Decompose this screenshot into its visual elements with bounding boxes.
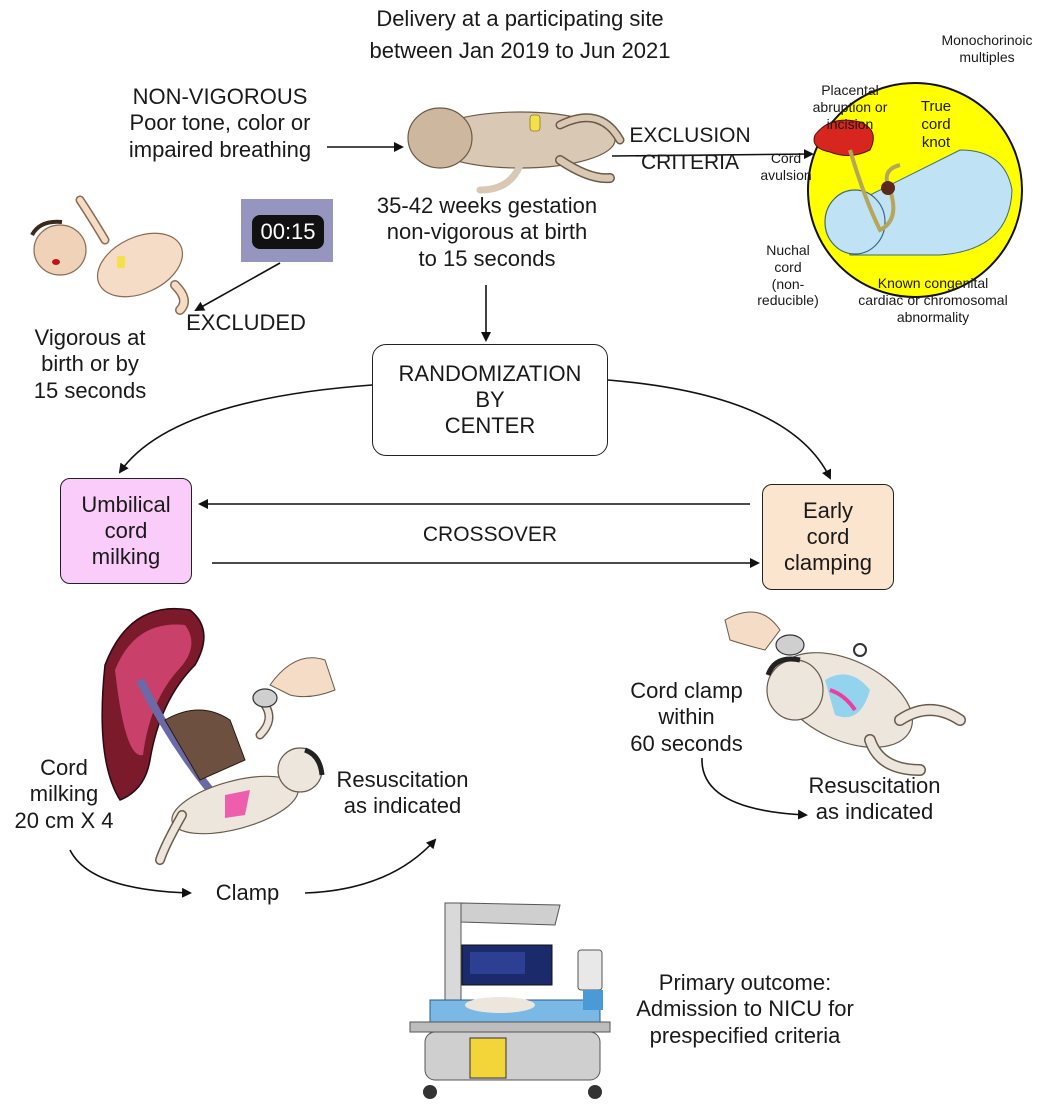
nonvigorous-line-2: Poor tone, color or: [129, 110, 311, 136]
stethoscope-hand-left: [252, 657, 336, 708]
outcome-line-3: prespecified criteria: [649, 1022, 841, 1048]
ecc-clamp-line-2: within: [658, 704, 715, 730]
umbilical-cord-milking-box: Umbilical cord milking: [60, 478, 192, 584]
ucm-resus-line-1: Resuscitation: [336, 767, 469, 792]
ecc-clamp-line-1: Cord clamp: [630, 678, 743, 703]
vigorous-baby-illustration: [30, 195, 189, 315]
cord-milking-text: Cord milking 20 cm X 4: [4, 755, 124, 834]
exclusion-true-knot: True cord knot: [906, 98, 966, 152]
exclusion-line-1: EXCLUSION: [629, 124, 751, 147]
cord-clamp-text: Cord clamp within 60 seconds: [604, 678, 769, 757]
arrow-to-ecc-resus: [701, 757, 808, 820]
congenital-line-2: cardiac or chromosomal: [858, 291, 1008, 308]
ucm-resuscitation-text: Resuscitation as indicated: [320, 767, 485, 820]
cord-milking-illustration: [101, 608, 325, 865]
true-knot-line-1: True: [920, 98, 952, 115]
ecc-line-1: Early: [802, 498, 854, 523]
nuchal-line-1: Nuchal: [766, 242, 810, 258]
ecc-resus-line-2: as indicated: [815, 799, 934, 825]
timer-display: [252, 215, 324, 249]
eligibility-line-3: to 15 seconds: [418, 245, 556, 271]
placental-line-1: Placental: [821, 82, 879, 98]
ecc-line-2: cord: [806, 524, 850, 549]
arrow-to-ucm-resus: [304, 838, 437, 894]
arrow-to-excluded: [194, 262, 281, 311]
vigorous-line-1: Vigorous at: [34, 325, 146, 350]
milking-line-3: 20 cm X 4: [14, 807, 114, 833]
early-cord-clamping-box: Early cord clamping: [762, 484, 894, 590]
newborn-illustration: [407, 107, 625, 194]
exclusion-nuchal: Nuchal cord (non- reducible): [752, 242, 824, 309]
randomization-line-3: CENTER: [444, 413, 536, 438]
stethoscope-hand-right: [724, 611, 805, 656]
outcome-line-1: Primary outcome:: [658, 970, 832, 995]
randomization-line-1: RANDOMIZATION: [398, 361, 582, 386]
avulsion-line-1: Cord: [770, 150, 802, 166]
nonvigorous-text: NON-VIGOROUS Poor tone, color or impaire…: [90, 84, 350, 163]
primary-outcome-text: Primary outcome: Admission to NICU for p…: [620, 970, 870, 1049]
nuchal-line-4: reducible): [757, 292, 819, 309]
avulsion-line-2: avulsion: [760, 166, 812, 183]
true-knot-line-2: cord: [921, 116, 951, 133]
true-knot-line-3: knot: [921, 134, 951, 151]
radiant-warmer-illustration: [409, 902, 611, 1099]
crossover-label: CROSSOVER: [422, 523, 558, 546]
nonvigorous-line-1: NON-VIGOROUS: [132, 84, 308, 109]
exclusion-line-2: CRITERIA: [640, 151, 739, 175]
early-clamping-illustration: [765, 643, 966, 776]
ecc-clamp-line-3: 60 seconds: [630, 730, 743, 756]
placental-line-3: incision: [826, 115, 874, 132]
exclusion-criteria-circle: [807, 82, 1023, 298]
arrow-to-exclusion: [611, 149, 814, 160]
ecc-resuscitation-text: Resuscitation as indicated: [792, 773, 957, 826]
ucm-line-1: Umbilical: [81, 492, 171, 517]
ucm-resus-line-2: as indicated: [343, 793, 462, 819]
congenital-line-3: abnormality: [896, 308, 970, 325]
exclusion-avulsion: Cord avulsion: [756, 150, 816, 184]
exclusion-monochorionic: Monochorinoic multiples: [932, 32, 1042, 66]
monochorionic-line-1: Monochorinoic: [941, 32, 1033, 48]
ucm-line-3: milking: [91, 544, 161, 569]
header-text: Delivery at a participating site between…: [330, 6, 710, 65]
header-line-1: Delivery at a participating site: [376, 6, 664, 31]
exclusion-criteria-label: EXCLUSION CRITERIA: [625, 123, 755, 175]
randomization-box: RANDOMIZATION BY CENTER: [372, 344, 608, 456]
milking-line-1: Cord: [40, 755, 88, 780]
exclusion-congenital: Known congenital cardiac or chromosomal …: [838, 275, 1028, 325]
outcome-line-2: Admission to NICU for: [636, 996, 854, 1022]
header-line-2: between Jan 2019 to Jun 2021: [369, 38, 671, 64]
vigorous-text: Vigorous at birth or by 15 seconds: [20, 325, 160, 404]
ecc-line-3: clamping: [783, 550, 873, 575]
randomization-line-2: BY: [475, 387, 505, 412]
eligibility-line-1: 35-42 weeks gestation: [376, 193, 598, 218]
arrow-to-clamp: [69, 849, 192, 898]
arrow-to-ecc: [607, 379, 832, 480]
vigorous-line-2: birth or by: [41, 351, 139, 377]
milking-line-2: milking: [29, 781, 99, 807]
timer-value: 00:15: [260, 219, 316, 244]
monochorionic-line-2: multiples: [959, 48, 1015, 65]
exclusion-placental: Placental abruption or incision: [800, 82, 900, 132]
clamp-label: Clamp: [215, 880, 280, 905]
nonvigorous-line-3: impaired breathing: [128, 136, 312, 162]
congenital-line-1: Known congenital: [877, 275, 989, 291]
placental-line-2: abruption or: [812, 98, 888, 115]
eligibility-text: 35-42 weeks gestation non-vigorous at bi…: [362, 193, 612, 272]
excluded-label: EXCLUDED: [186, 310, 306, 335]
ucm-line-2: cord: [104, 518, 148, 543]
eligibility-line-2: non-vigorous at birth: [386, 219, 588, 245]
nuchal-line-3: (non-: [771, 275, 805, 292]
ecc-resus-line-1: Resuscitation: [808, 773, 941, 798]
arrow-to-ucm: [118, 384, 373, 474]
vigorous-line-3: 15 seconds: [33, 377, 147, 403]
nuchal-line-2: cord: [774, 258, 802, 275]
